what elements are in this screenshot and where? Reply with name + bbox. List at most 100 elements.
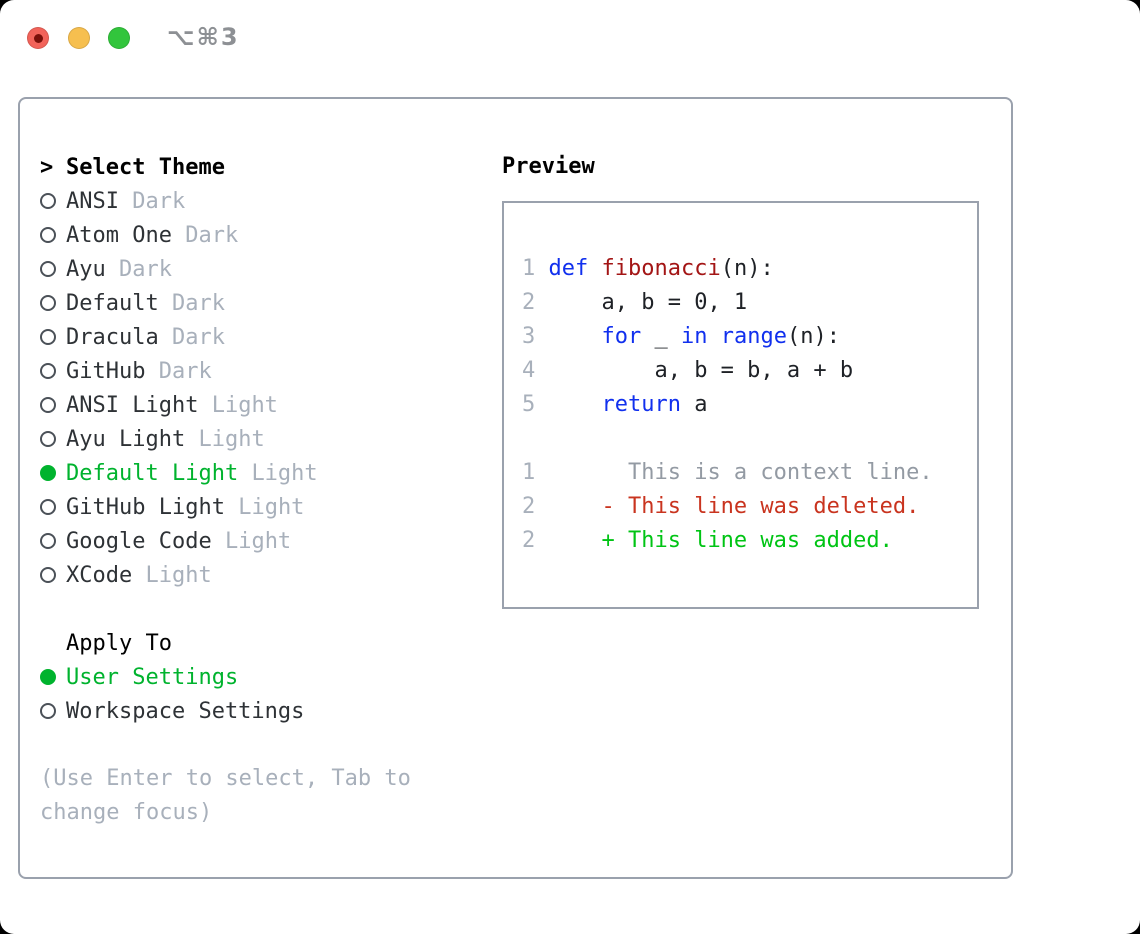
code-segment-plain: a <box>680 392 708 417</box>
code-segment-ctx: This is a context line. <box>548 460 933 485</box>
theme-option-xcode[interactable]: XCode Light <box>40 558 411 592</box>
theme-variant-tag: Dark <box>132 188 186 214</box>
radio-icon <box>40 397 56 413</box>
line-number: 2 <box>522 290 536 315</box>
theme-name: Default <box>66 290 159 316</box>
code-segment-kw: in <box>680 324 708 349</box>
theme-option-atom-one[interactable]: Atom One Dark <box>40 218 411 252</box>
theme-option-google-code[interactable]: Google Code Light <box>40 524 411 558</box>
code-segment-plain: a, b = 0, 1 <box>548 290 748 315</box>
preview-code-line: 4 a, b = b, a + b <box>522 354 977 388</box>
zoom-button[interactable] <box>108 27 130 49</box>
apply-to-header: Apply To <box>40 626 411 660</box>
theme-option-ansi[interactable]: ANSI Dark <box>40 184 411 218</box>
code-segment-plain: (n): <box>786 324 840 349</box>
theme-name: XCode <box>66 562 133 588</box>
code-segment-plain <box>549 392 602 417</box>
code-segment-plain: a, b = b, a + b <box>548 358 854 383</box>
theme-variant-tag: Light <box>198 426 265 452</box>
line-number: 2 <box>522 494 536 519</box>
theme-name: GitHub Light <box>66 494 225 520</box>
preview-code-line: 2 - This line was deleted. <box>522 490 977 524</box>
line-number: 2 <box>522 528 536 553</box>
theme-name: ANSI Light <box>66 392 199 418</box>
theme-variant-tag: Dark <box>185 222 239 248</box>
radio-icon <box>40 703 56 719</box>
radio-icon <box>40 295 56 311</box>
theme-option-default-light[interactable]: Default Light Light <box>40 456 411 490</box>
theme-variant-tag: Light <box>145 562 212 588</box>
code-segment-fn: fibonacci <box>601 256 721 281</box>
theme-option-github[interactable]: GitHub Dark <box>40 354 411 388</box>
radio-icon <box>40 499 56 515</box>
preview-code-line: 3 for _ in range(n): <box>522 320 977 354</box>
radio-selected-icon <box>40 465 56 481</box>
theme-option-ayu[interactable]: Ayu Dark <box>40 252 411 286</box>
code-segment-plain <box>707 324 720 349</box>
radio-icon <box>40 329 56 345</box>
preview-code-line: 2 + This line was added. <box>522 524 977 558</box>
theme-variant-tag: Dark <box>171 290 225 316</box>
preview-code-line <box>522 422 977 456</box>
code-segment-plain: (n): <box>720 256 774 281</box>
apply-option-label: User Settings <box>66 664 239 690</box>
theme-variant-tag: Light <box>251 460 318 486</box>
code-segment-del: - This line was deleted. <box>548 494 920 519</box>
radio-icon <box>40 193 56 209</box>
preview-code-line: 2 a, b = 0, 1 <box>522 286 977 320</box>
theme-option-default[interactable]: Default Dark <box>40 286 411 320</box>
radio-icon <box>40 567 56 583</box>
radio-selected-icon <box>40 669 56 685</box>
window-title: ⌥⌘3 <box>167 23 240 51</box>
preview-code-line: 1 def fibonacci(n): <box>522 252 977 286</box>
preview-code-line: 1 This is a context line. <box>522 456 977 490</box>
help-text-line: (Use Enter to select, Tab to <box>40 766 411 791</box>
close-button[interactable] <box>27 27 49 49</box>
line-number: 1 <box>522 460 536 485</box>
help-text-line: change focus) <box>40 800 213 825</box>
radio-icon <box>40 363 56 379</box>
focus-caret-icon: > <box>40 154 54 180</box>
help-text: (Use Enter to select, Tab to change focus… <box>40 762 411 830</box>
theme-option-ansi-light[interactable]: ANSI Light Light <box>40 388 411 422</box>
theme-variant-tag: Light <box>211 392 278 418</box>
theme-variant-tag: Dark <box>158 358 212 384</box>
radio-icon <box>40 533 56 549</box>
theme-name: Ayu Light <box>66 426 186 452</box>
code-segment-plain <box>549 324 602 349</box>
minimize-button[interactable] <box>68 27 90 49</box>
theme-name: Dracula <box>66 324 159 350</box>
theme-option-ayu-light[interactable]: Ayu Light Light <box>40 422 411 456</box>
theme-name: GitHub <box>66 358 146 384</box>
theme-option-dracula[interactable]: Dracula Dark <box>40 320 411 354</box>
apply-option-label: Workspace Settings <box>66 698 305 724</box>
apply-option-user-settings[interactable]: User Settings <box>40 660 411 694</box>
radio-icon <box>40 261 56 277</box>
apply-to-title: Apply To <box>66 630 172 656</box>
preview-column: Preview 1 def fibonacci(n):2 a, b = 0, 1… <box>502 150 979 609</box>
line-number: 3 <box>522 324 536 349</box>
code-segment-kw: return <box>601 392 681 417</box>
select-theme-header: > Select Theme <box>40 150 411 184</box>
close-edited-dot-icon <box>33 33 43 43</box>
theme-name: ANSI <box>66 188 119 214</box>
preview-title: Preview <box>502 154 595 179</box>
radio-icon <box>40 227 56 243</box>
code-segment-kw: for <box>601 324 642 349</box>
theme-variant-tag: Light <box>238 494 305 520</box>
code-segment-kw: def <box>548 256 602 281</box>
preview-code-line: 5 return a <box>522 388 977 422</box>
apply-option-workspace-settings[interactable]: Workspace Settings <box>40 694 411 728</box>
line-number: 1 <box>522 256 536 281</box>
theme-variant-tag: Light <box>224 528 292 554</box>
line-number: 5 <box>522 392 536 417</box>
theme-name: Google Code <box>66 528 212 554</box>
theme-option-github-light[interactable]: GitHub Light Light <box>40 490 411 524</box>
select-theme-title: Select Theme <box>66 154 225 180</box>
line-number: 4 <box>522 358 536 383</box>
theme-name: Atom One <box>66 222 172 248</box>
